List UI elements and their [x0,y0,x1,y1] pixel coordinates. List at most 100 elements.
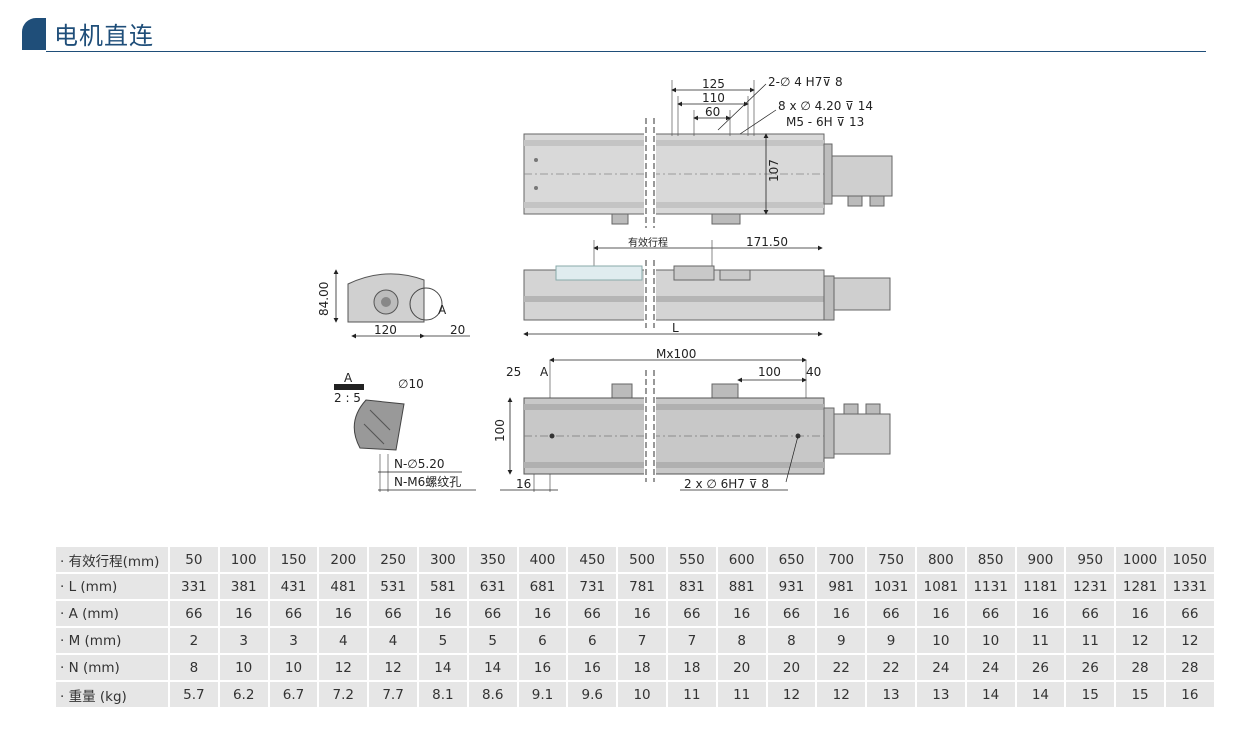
bottom-view: Mx100 25 A 100 40 100 16 2 x ∅ 6H7 ⊽ 8 [493,347,891,492]
mark-A: A [438,303,447,317]
detail-a: A 2 : 5 ∅10 N-∅5.20 N-M6螺纹孔 [334,371,476,492]
table-cell: 2 [170,628,218,653]
table-cell: 16 [1116,601,1164,626]
table-cell: 18 [667,655,716,680]
section-title: 电机直连 [54,22,154,50]
table-cell: 8.1 [418,682,467,707]
dim-n-thread: N-M6螺纹孔 [394,475,461,489]
table-cell: 16 [418,601,467,626]
table-cell: 750 [867,547,915,572]
table-cell: 1031 [867,574,915,599]
table-cell: 931 [767,574,816,599]
table-cell: 8 [717,628,766,653]
table-cell: 6 [518,628,567,653]
table-cell: 850 [966,547,1015,572]
table-cell: 8 [170,655,218,680]
table-cell: 16 [518,655,567,680]
dim-20: 20 [450,323,465,337]
table-cell: 14 [1016,682,1065,707]
table-cell: 16 [1016,601,1065,626]
table-cell: 300 [418,547,467,572]
table-cell: 14 [966,682,1015,707]
table-cell: 10 [618,682,666,707]
table-cell: 11 [1016,628,1065,653]
table-cell: 6.2 [219,682,268,707]
table-cell: 681 [518,574,567,599]
dim-mx100: Mx100 [656,347,696,361]
table-cell: 12 [319,655,368,680]
table-cell: 16 [618,601,666,626]
table-cell: 14 [418,655,467,680]
table-cell: 881 [717,574,766,599]
table-cell: 631 [468,574,517,599]
table-cell: 7 [618,628,666,653]
table-cell: 7.2 [319,682,368,707]
table-cell: 66 [1165,601,1214,626]
table-cell: 8 [767,628,816,653]
table-cell: 450 [568,547,617,572]
dim-107: 107 [767,159,781,182]
table-cell: 781 [618,574,666,599]
dim-d10: ∅10 [398,377,424,391]
table-cell: 650 [767,547,816,572]
dim-25: 25 [506,365,521,379]
table-cell: 16 [319,601,368,626]
dim-40: 40 [806,365,821,379]
end-view: 84.00 120 20 A [317,269,470,339]
table-cell: 15 [1066,682,1115,707]
table-cell: 150 [269,547,318,572]
dim-m5-thread: M5 - 6H ⊽ 13 [786,115,864,129]
table-cell: 16 [518,601,567,626]
table-cell: 66 [867,601,915,626]
table-cell: 12 [767,682,816,707]
technical-drawing: 125 110 60 2-∅ 4 H7⊽ 8 8 x ∅ 4.20 ⊽ 14 M… [317,75,893,492]
table-cell: 66 [667,601,716,626]
table-cell: 11 [667,682,716,707]
dim-L: L [672,321,679,335]
table-cell: 400 [518,547,567,572]
table-cell: 5 [418,628,467,653]
table-cell: 950 [1066,547,1115,572]
table-cell: 7 [667,628,716,653]
table-cell: 10 [269,655,318,680]
dim-84: 84.00 [317,282,331,316]
table-cell: 24 [966,655,1015,680]
table-cell: 250 [369,547,417,572]
dim-hole-420: 8 x ∅ 4.20 ⊽ 14 [778,99,873,113]
table-cell: 4 [319,628,368,653]
table-cell: 700 [817,547,866,572]
table-cell: 22 [817,655,866,680]
table-cell: 14 [468,655,517,680]
table-cell: 1131 [966,574,1015,599]
table-cell: 7.7 [369,682,417,707]
table-cell: 331 [170,574,218,599]
table-cell: 481 [319,574,368,599]
dim-n-hole: N-∅5.20 [394,457,444,471]
table-cell: 9.6 [568,682,617,707]
table-cell: 66 [269,601,318,626]
table-cell: 800 [916,547,965,572]
table-cell: 28 [1165,655,1214,680]
dim-A-bottom: A [540,365,549,379]
table-cell: 550 [667,547,716,572]
table-cell: 200 [319,547,368,572]
table-cell: 50 [170,547,218,572]
table-cell: 9 [817,628,866,653]
table-cell: 13 [916,682,965,707]
label-effective-stroke: 有效行程 [628,236,668,249]
table-cell: 18 [618,655,666,680]
table-cell: 20 [717,655,766,680]
detail-label: A [344,371,353,385]
table-cell: 22 [867,655,915,680]
row-label: · M (mm) [56,628,168,653]
table-cell: 11 [1066,628,1115,653]
table-cell: 16 [1165,682,1214,707]
table-cell: 10 [219,655,268,680]
table-cell: 16 [568,655,617,680]
table-cell: 66 [966,601,1015,626]
dim-100-top: 100 [758,365,781,379]
